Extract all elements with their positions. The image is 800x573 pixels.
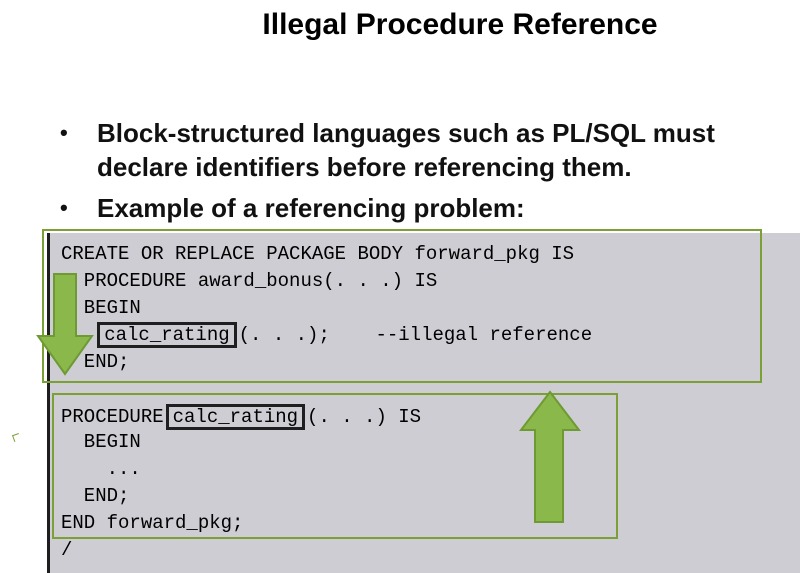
code-line-award-bonus: PROCEDURE award_bonus(. . .) IS xyxy=(61,270,438,292)
code-line-begin-2: BEGIN xyxy=(61,431,141,453)
calc-rating-procedure-frame xyxy=(52,393,618,539)
code-line-end-2: END; xyxy=(61,485,130,507)
code-line-ellipsis: ... xyxy=(61,458,141,480)
slide-title: Illegal Procedure Reference xyxy=(262,8,658,41)
bullet-dot: • xyxy=(60,120,68,145)
illegal-reference-comment: (. . .); --illegal reference xyxy=(238,324,593,346)
code-line-slash: / xyxy=(61,539,73,561)
code-panel xyxy=(47,233,800,573)
package-header-frame xyxy=(42,229,762,383)
code-line-end: END; xyxy=(61,351,130,373)
code-line-create-package: CREATE OR REPLACE PACKAGE BODY forward_p… xyxy=(61,243,575,265)
code-line-illegal-call: calc_rating(. . .); --illegal reference xyxy=(61,322,592,348)
bullet-2-line-1: Example of a referencing problem: xyxy=(97,193,525,223)
calc-rating-call-box: calc_rating xyxy=(97,322,237,348)
bullet-1-line-2: declare identifiers before referencing t… xyxy=(97,152,632,182)
down-arrow-icon xyxy=(36,273,94,376)
calc-rating-declaration-box: calc_rating xyxy=(165,404,306,430)
procedure-keyword: PROCEDURE xyxy=(61,406,164,428)
code-line-end-package: END forward_pkg; xyxy=(61,512,244,534)
bullet-dot: • xyxy=(60,195,68,220)
code-line-begin: BEGIN xyxy=(61,297,141,319)
decorative-mark-icon xyxy=(12,433,21,442)
procedure-params: (. . .) IS xyxy=(307,406,422,428)
bullet-1-line-1: Block-structured languages such as PL/SQ… xyxy=(97,118,715,148)
up-arrow-icon xyxy=(518,390,582,523)
